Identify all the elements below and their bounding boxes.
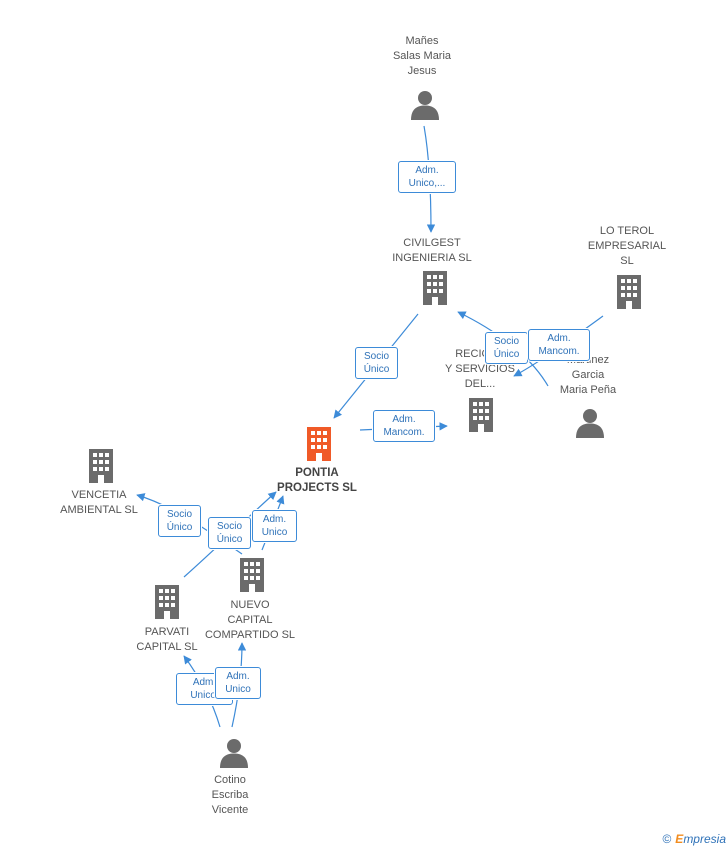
- empresia-logo: ©Empresia: [662, 832, 726, 846]
- brand-initial: E: [675, 832, 684, 846]
- relation-label-r4[interactable]: Adm. Mancom.: [528, 329, 590, 361]
- nuevo-building-icon[interactable]: [240, 558, 264, 592]
- cotino-person-icon[interactable]: [220, 739, 248, 768]
- relation-label-r6[interactable]: Socio Único: [158, 505, 201, 537]
- relation-label-r3[interactable]: Socio Único: [485, 332, 528, 364]
- node-label-nuevo[interactable]: NUEVO CAPITAL COMPARTIDO SL: [204, 599, 296, 641]
- relation-label-r5[interactable]: Adm. Mancom.: [373, 410, 435, 442]
- pontia-building-icon[interactable]: [307, 427, 331, 461]
- relation-label-r1[interactable]: Adm. Unico,...: [398, 161, 456, 193]
- copyright-symbol: ©: [662, 832, 672, 846]
- node-label-cotino[interactable]: Cotino Escriba Vicente: [211, 774, 249, 816]
- parvati-building-icon[interactable]: [155, 585, 179, 619]
- node-label-loterol[interactable]: LO TEROL EMPRESARIAL SL: [587, 225, 667, 267]
- recicl-building-icon[interactable]: [469, 398, 493, 432]
- node-label-pontia[interactable]: PONTIA PROJECTS SL: [277, 467, 357, 494]
- node-label-civilgest[interactable]: CIVILGEST INGENIERIA SL: [392, 237, 472, 264]
- node-label-vencetia[interactable]: VENCETIA AMBIENTAL SL: [60, 489, 138, 516]
- brand-name: mpresia: [683, 832, 726, 846]
- node-label-manes[interactable]: Mañes Salas Maria Jesus: [392, 35, 452, 77]
- relation-label-r10[interactable]: Adm. Unico: [215, 667, 261, 699]
- martinez-person-icon[interactable]: [576, 409, 604, 438]
- node-label-recicl[interactable]: RECICL... Y SERVICIOS DEL...: [445, 348, 515, 390]
- loterol-building-icon[interactable]: [617, 275, 641, 309]
- relation-label-r2[interactable]: Socio Único: [355, 347, 398, 379]
- relation-label-r8[interactable]: Adm. Unico: [252, 510, 297, 542]
- node-label-parvati[interactable]: PARVATI CAPITAL SL: [136, 626, 198, 653]
- manes-person-icon[interactable]: [411, 91, 439, 120]
- civilgest-building-icon[interactable]: [423, 271, 447, 305]
- relation-label-r7[interactable]: Socio Único: [208, 517, 251, 549]
- vencetia-building-icon[interactable]: [89, 449, 113, 483]
